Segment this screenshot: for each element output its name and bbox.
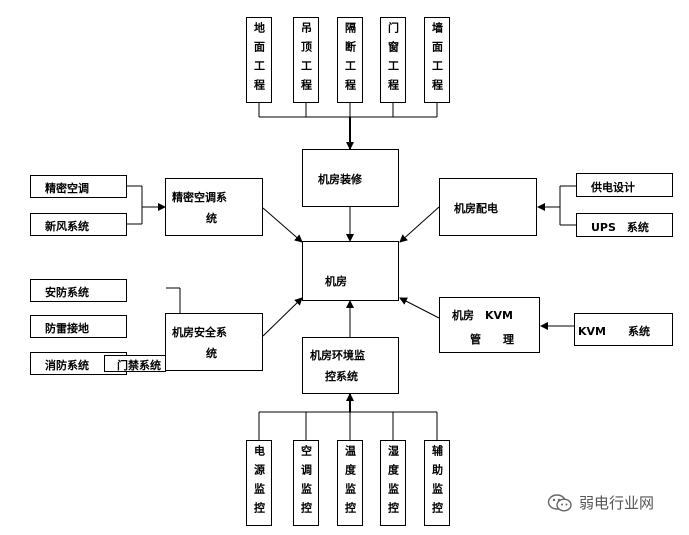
box-humidity-monitor: 湿度监控 — [380, 440, 406, 526]
box-humidity-monitor-label: 湿度监控 — [386, 445, 400, 521]
box-power-monitor-label: 电源监控 — [252, 445, 266, 521]
box-fire-label: 消防系统 — [45, 359, 89, 372]
box-power-monitor: 电源监控 — [246, 440, 272, 526]
box-env-monitor: 机房环境监 控系统 — [302, 337, 399, 394]
arrow-power-center — [399, 206, 440, 243]
box-wall: 墙面工程 — [424, 17, 450, 103]
box-ups: UPS 系统 — [576, 213, 673, 237]
box-ac-monitor-label: 空调监控 — [299, 445, 313, 521]
box-power-distribution: 机房配电 — [439, 178, 537, 236]
box-wall-label: 墙面工程 — [430, 22, 444, 98]
box-fresh-air: 新风系统 — [30, 213, 127, 236]
box-partition-label: 隔断工程 — [343, 22, 357, 98]
box-fire: 消防系统 — [30, 352, 127, 375]
box-lightning: 防雷接地 — [30, 315, 127, 338]
box-decoration-label: 机房装修 — [318, 173, 362, 186]
box-kvm-system-label: KVM 系统 — [578, 325, 650, 338]
box-kvm-management: 机房 KVM 管 理 — [439, 297, 540, 353]
box-ceiling-label: 吊顶工程 — [299, 22, 313, 98]
box-floor-label: 地面工程 — [252, 22, 266, 98]
box-power-design: 供电设计 — [576, 173, 673, 197]
box-ups-label: UPS 系统 — [591, 221, 649, 234]
box-center: 机房 — [302, 241, 399, 301]
box-aux-monitor-label: 辅助监控 — [430, 445, 444, 521]
arrow-ac-center — [262, 207, 303, 243]
box-security-line2: 统 — [206, 347, 217, 360]
box-security-system: 机房安全系 统 — [165, 313, 263, 371]
box-precision-ac: 精密空调 — [30, 175, 127, 198]
box-doors-windows-label: 门窗工程 — [386, 22, 400, 98]
box-kvm-system: KVM 系统 — [574, 313, 673, 346]
box-ceiling: 吊顶工程 — [293, 17, 319, 103]
box-access-control: 门禁系统 — [104, 355, 166, 372]
box-env-monitor-line2: 控系统 — [325, 370, 358, 383]
box-precision-ac-leaf-label: 精密空调 — [45, 182, 89, 195]
box-security-line1: 机房安全系 — [172, 326, 227, 339]
box-ac-monitor: 空调监控 — [293, 440, 319, 526]
box-precision-ac-line1: 精密空调系 — [172, 191, 227, 204]
box-power-label: 机房配电 — [454, 202, 498, 215]
box-lightning-label: 防雷接地 — [45, 322, 89, 335]
box-decoration: 机房装修 — [302, 149, 399, 207]
arrow-security-center — [262, 297, 303, 337]
box-temp-monitor-label: 温度监控 — [343, 445, 357, 521]
box-power-design-label: 供电设计 — [591, 181, 635, 194]
box-kvm-line1: 机房 KVM — [452, 309, 513, 322]
box-doors-windows: 门窗工程 — [380, 17, 406, 103]
box-access-control-label: 门禁系统 — [117, 359, 161, 372]
box-surveillance: 安防系统 — [30, 279, 127, 302]
wechat-icon — [547, 493, 572, 512]
arrow-kvm-center — [399, 297, 440, 319]
box-floor: 地面工程 — [246, 17, 272, 103]
box-aux-monitor: 辅助监控 — [424, 440, 450, 526]
box-env-monitor-line1: 机房环境监 — [310, 349, 365, 362]
watermark: 弱电行业网 — [547, 492, 654, 513]
box-precision-ac-system: 精密空调系 统 — [165, 178, 263, 236]
watermark-text: 弱电行业网 — [579, 494, 655, 512]
box-precision-ac-line2: 统 — [206, 212, 217, 225]
box-surveillance-label: 安防系统 — [45, 286, 89, 299]
box-fresh-air-label: 新风系统 — [45, 220, 89, 233]
box-temp-monitor: 温度监控 — [337, 440, 363, 526]
box-kvm-line2: 管 理 — [470, 333, 514, 346]
box-center-label: 机房 — [325, 275, 347, 288]
box-partition: 隔断工程 — [337, 17, 363, 103]
